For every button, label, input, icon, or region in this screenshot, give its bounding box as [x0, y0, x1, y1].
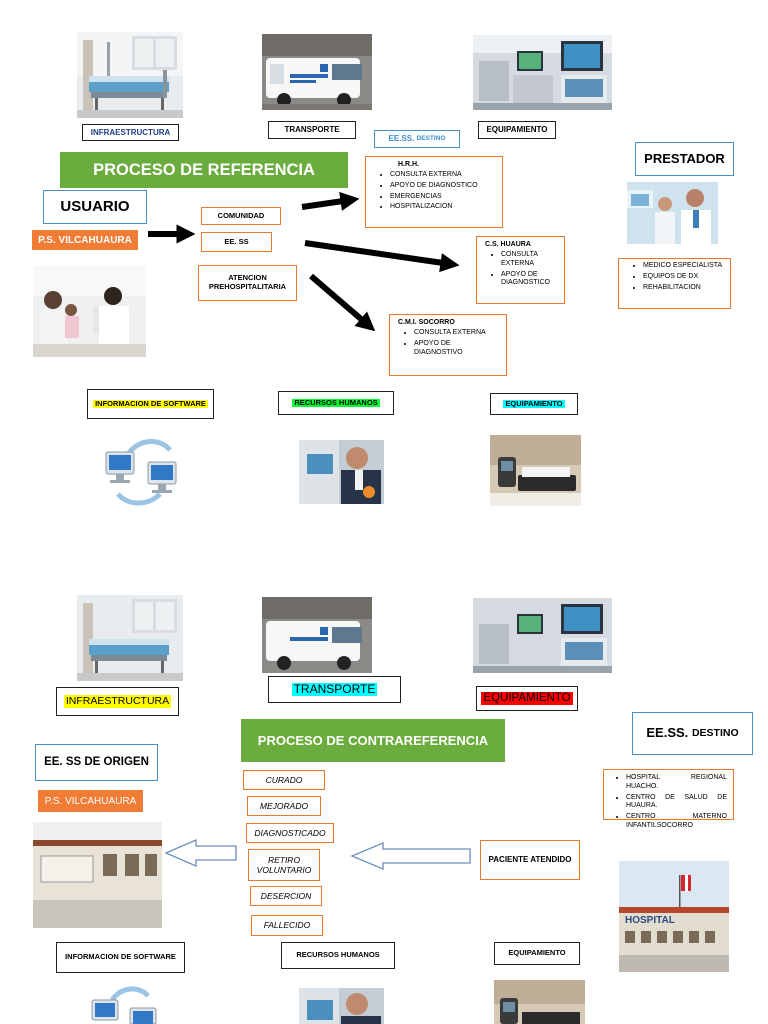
- equipamiento-label: EQUIPAMIENTO: [478, 121, 556, 139]
- transporte-label-2: TRANSPORTE: [268, 676, 401, 703]
- estado-fallecido: FALLECIDO: [251, 915, 323, 936]
- list-item: CONSULTA EXTERNA: [501, 251, 558, 269]
- eess-origen-label: EE. SS DE ORIGEN: [35, 744, 158, 781]
- cs-huaura-title: C.S. HUAURA: [485, 241, 531, 248]
- transporte-label: TRANSPORTE: [268, 121, 356, 139]
- ps-vilcahuaura-tag-2: P.S. VILCAHUAURA: [38, 790, 143, 812]
- list-item: MEDICO ESPECIALISTA: [643, 262, 724, 271]
- equipamiento-bottom-label: EQUIPAMIENTO: [490, 393, 578, 415]
- list-item: CENTRO DE SALUD DE HUAURA.: [626, 794, 727, 812]
- health-post-image: [33, 822, 162, 928]
- list-item: CONSULTA EXTERNA: [414, 329, 500, 338]
- infraestructura-label-2: INFRAESTRUCTURA: [56, 687, 179, 716]
- eess-destino-title: EE.SS. DESTINO: [632, 712, 753, 755]
- doctors-image: [627, 182, 718, 244]
- hrh-box: H.R.H. CONSULTA EXTERNA APOYO DE DIAGNOS…: [365, 156, 503, 228]
- arrow-to-hrh: [301, 191, 360, 211]
- equipment-device-image-2: [494, 980, 585, 1024]
- prestador-label: PRESTADOR: [635, 142, 734, 176]
- comunidad-label: COMUNIDAD: [201, 207, 281, 225]
- arrow-estados-to-origen: [164, 839, 237, 867]
- usuario-label: USUARIO: [43, 190, 147, 224]
- hrh-title: H.R.H.: [398, 161, 419, 168]
- ambulance-image-2: [262, 597, 372, 673]
- equipamiento-bottom-text: EQUIPAMIENTO: [503, 398, 565, 409]
- patient-visit-image: [33, 266, 146, 357]
- informacion-software-text: INFORMACION DE SOFTWARE: [93, 398, 208, 409]
- eess-label: EE. SS: [201, 232, 272, 252]
- cmi-socorro-box: C.M.I. SOCORRO CONSULTA EXTERNA APOYO DE…: [389, 314, 507, 376]
- informacion-software-label: INFORMACION DE SOFTWARE: [87, 389, 214, 419]
- hospital-bed-image: [77, 32, 183, 118]
- estado-diagnosticado: DIAGNOSTICADO: [246, 823, 334, 843]
- destino-list: HOSPITAL REGIONAL HUACHO. CENTRO DE SALU…: [610, 774, 727, 831]
- medical-equipment-image: [473, 35, 612, 110]
- list-item: EMERGENCIAS: [390, 193, 496, 202]
- list-item: HOSPITALIZACION: [390, 203, 496, 212]
- cmi-socorro-list: CONSULTA EXTERNA APOYO DE DIAGNOSTIVO: [398, 329, 500, 357]
- prestador-box: MEDICO ESPECIALISTA EQUIPOS DE DX REHABI…: [618, 258, 731, 309]
- human-resources-image: [299, 440, 384, 504]
- ambulance-image: [262, 34, 372, 110]
- list-item: CENTRO MATERNO INFANTILSOCORRO: [626, 813, 727, 831]
- ps-vilcahuaura-tag: P.S. VILCAHUAURA: [32, 230, 138, 250]
- eess-destino-label: EE.SS. DESTINO: [374, 130, 460, 148]
- list-item: CONSULTA EXTERNA: [390, 171, 496, 180]
- recursos-humanos-label: RECURSOS HUMANOS: [278, 391, 394, 415]
- estado-curado: CURADO: [243, 770, 325, 790]
- paciente-atendido-label: PACIENTE ATENDIDO: [480, 840, 580, 880]
- network-computers-icon-2: [88, 980, 164, 1024]
- cs-huaura-list: CONSULTA EXTERNA APOYO DE DIAGNOSTICO: [485, 251, 558, 288]
- atencion-prehospitalitaria-label: ATENCION PREHOSPITALITARIA: [198, 265, 297, 301]
- proceso-contrareferencia-title: PROCESO DE CONTRAREFERENCIA: [241, 719, 505, 762]
- informacion-software-label-2: INFORMACION DE SOFTWARE: [56, 942, 185, 973]
- arrow-to-cmi-socorro: [309, 273, 376, 332]
- equipamiento-label-2: EQUIPAMIENTO: [476, 686, 578, 711]
- hrh-list: CONSULTA EXTERNA APOYO DE DIAGNOSTICO EM…: [374, 171, 496, 212]
- svg-text:HOSPITAL: HOSPITAL: [625, 915, 675, 926]
- estado-mejorado: MEJORADO: [247, 796, 321, 816]
- human-resources-image-2: [299, 988, 384, 1024]
- arrow-paciente-to-estados: [350, 842, 471, 870]
- estado-retiro-voluntario: RETIRO VOLUNTARIO: [248, 849, 320, 881]
- destino-box: HOSPITAL REGIONAL HUACHO. CENTRO DE SALU…: [603, 769, 734, 829]
- destino-text: DESTINO: [416, 135, 446, 143]
- medical-equipment-image-2: [473, 598, 612, 673]
- equipamiento-text-2: EQUIPAMIENTO: [481, 691, 573, 706]
- proceso-referencia-title: PROCESO DE REFERENCIA: [60, 152, 348, 188]
- hospital-bed-image-2: [77, 595, 183, 681]
- list-item: HOSPITAL REGIONAL HUACHO.: [626, 774, 727, 792]
- list-item: APOYO DE DIAGNOSTICO: [390, 182, 496, 191]
- eess-prefix-text-2: EE.SS.: [646, 725, 689, 741]
- equipment-device-image: [490, 435, 581, 506]
- list-item: REHABILITACION: [643, 284, 724, 293]
- list-item: APOYO DE DIAGNOSTIVO: [414, 340, 500, 358]
- infraestructura-label: INFRAESTRUCTURA: [82, 124, 179, 141]
- recursos-humanos-label-2: RECURSOS HUMANOS: [281, 942, 395, 969]
- list-item: APOYO DE DIAGNOSTICO: [501, 271, 558, 289]
- prestador-list: MEDICO ESPECIALISTA EQUIPOS DE DX REHABI…: [627, 262, 724, 292]
- network-computers-icon: [100, 432, 188, 508]
- equipamiento-bottom-label-2: EQUIPAMIENTO: [494, 942, 580, 965]
- eess-prefix-text: EE.SS.: [388, 134, 415, 144]
- destino-text-2: DESTINO: [691, 727, 739, 740]
- cmi-socorro-title: C.M.I. SOCORRO: [398, 319, 455, 326]
- list-item: EQUIPOS DE DX: [643, 273, 724, 282]
- hospital-building-image: HOSPITAL: [619, 861, 729, 972]
- estado-desercion: DESERCION: [250, 886, 322, 906]
- recursos-humanos-text: RECURSOS HUMANOS: [292, 397, 380, 408]
- transporte-text-2: TRANSPORTE: [291, 681, 378, 697]
- infraestructura-text-2: INFRAESTRUCTURA: [63, 695, 172, 708]
- arrow-to-cs-huaura: [304, 240, 460, 273]
- cs-huaura-box: C.S. HUAURA CONSULTA EXTERNA APOYO DE DI…: [476, 236, 565, 304]
